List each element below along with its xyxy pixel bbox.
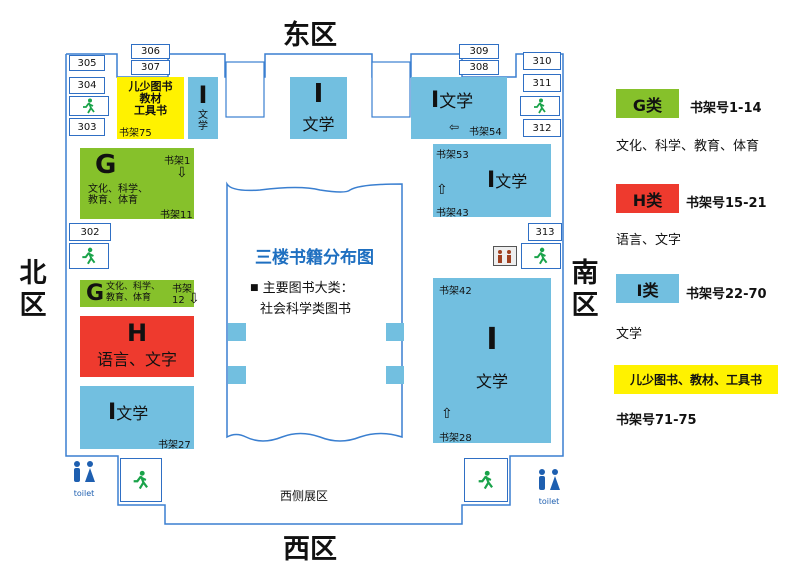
main-category-value: 社会科学类图书 <box>260 302 352 317</box>
shelf-label: 书架11 <box>160 210 193 221</box>
shelf-label: 书架54 <box>469 127 502 138</box>
legend-children-range: 书架号71-75 <box>616 413 697 428</box>
south-label: 南区 <box>571 258 599 322</box>
arrow-icon: ⇧ <box>436 182 448 198</box>
elevator-icon <box>493 246 517 266</box>
north-label: 北区 <box>19 258 47 322</box>
emergency-exit-icon <box>69 243 109 269</box>
emergency-exit-icon <box>69 96 109 116</box>
section-line2: 教材 <box>139 92 162 105</box>
toilet-label: toilet <box>73 489 95 498</box>
shelf-label: 书架12 <box>172 284 192 306</box>
section-letter: I <box>313 79 324 109</box>
room-304: 304 <box>69 77 105 94</box>
section-text: 文学 <box>302 115 335 134</box>
section-desc: 文化、科学、教育、体育 <box>106 282 161 303</box>
legend-i-desc: 文学 <box>616 327 643 342</box>
section-letter: I <box>198 81 208 109</box>
section-text: I文学 <box>431 88 474 113</box>
shelf-label: 书架27 <box>158 440 191 451</box>
section-i-left-bottom: I文学 书架27 <box>80 386 194 451</box>
room-307: 307 <box>131 60 170 75</box>
toilet-label: toilet <box>538 497 560 506</box>
map-title: 三楼书籍分布图 <box>255 248 374 268</box>
section-letter: I <box>486 322 498 357</box>
toilet-icon: toilet <box>534 466 564 510</box>
room-310: 310 <box>523 52 561 70</box>
room-305: 305 <box>69 55 105 71</box>
section-line1: 儿少图书 <box>128 80 173 93</box>
section-i-right-mid: 书架53 I文学 ⇧ 书架43 <box>433 144 551 219</box>
section-text: I文学 <box>108 400 149 425</box>
west-exhibit-label: 西侧展区 <box>280 489 329 503</box>
section-desc: 文化、科学、教育、体育 <box>88 184 148 206</box>
section-i-right-big: 书架42 I 文学 ⇧ 书架28 <box>433 278 551 444</box>
arrow-icon: ⇧ <box>441 406 453 422</box>
section-g-left-small: G 文化、科学、教育、体育 书架12 ⇩ <box>80 280 200 307</box>
legend-h-desc: 语言、文字 <box>616 233 682 248</box>
room-303: 303 <box>69 118 105 136</box>
section-letter: H <box>126 319 148 347</box>
emergency-exit-icon <box>464 458 508 502</box>
room-308: 308 <box>459 60 499 75</box>
legend-g-desc: 文化、科学、教育、体育 <box>616 139 760 154</box>
west-label: 西区 <box>283 534 337 565</box>
room-313: 313 <box>528 223 562 241</box>
shelf-label: 书架53 <box>436 150 469 161</box>
emergency-exit-icon <box>520 96 560 116</box>
east-label: 东区 <box>283 20 337 51</box>
arrow-icon: ⇦ <box>449 120 460 134</box>
section-text: I文学 <box>487 168 528 193</box>
section-text: 文学 <box>475 372 508 391</box>
shelf-label: 书架1 <box>164 156 191 167</box>
main-category: ■ 主要图书大类： <box>250 281 354 296</box>
section-i-top-center: I 文学 <box>290 77 347 139</box>
section-i-vertical: I 文学 <box>188 77 218 139</box>
legend-g-swatch: G类 <box>616 89 679 118</box>
arrow-icon: ⇩ <box>176 165 188 181</box>
legend-i-swatch: I类 <box>616 274 679 303</box>
legend-g-range: 书架号1-14 <box>690 101 762 116</box>
section-h-left: H 语言、文字 <box>80 316 194 377</box>
legend-h-swatch: H类 <box>616 184 679 213</box>
arrow-icon: ⇩ <box>188 291 200 307</box>
section-letter: G <box>86 281 105 306</box>
legend-h-range: 书架号15-21 <box>686 196 767 211</box>
section-line3: 工具书 <box>134 104 167 117</box>
shelf-label: 书架43 <box>436 208 469 219</box>
section-desc: 语言、文字 <box>96 350 177 369</box>
toilet-icon: toilet <box>69 458 99 502</box>
room-312: 312 <box>523 119 561 137</box>
legend-i-range: 书架号22-70 <box>686 287 767 302</box>
room-302: 302 <box>69 223 111 241</box>
shelf-label: 书架75 <box>119 128 152 139</box>
legend-children-swatch: 儿少图书、教材、工具书 <box>614 365 778 394</box>
shelf-label: 书架28 <box>439 433 472 444</box>
room-311: 311 <box>523 74 561 92</box>
section-letter: G <box>95 150 117 180</box>
section-g-left: G 文化、科学、教育、体育 书架1 ⇩ 书架11 <box>80 148 194 221</box>
section-children-books: 儿少图书 教材 工具书 书架75 <box>117 77 184 139</box>
emergency-exit-icon <box>120 458 162 502</box>
shelf-label: 书架42 <box>439 286 472 297</box>
emergency-exit-icon <box>521 243 561 269</box>
room-309: 309 <box>459 44 499 59</box>
section-i-top-right: I文学 ⇦ 书架54 <box>411 77 507 139</box>
room-306: 306 <box>131 44 170 59</box>
section-text: 文学 <box>198 110 208 132</box>
